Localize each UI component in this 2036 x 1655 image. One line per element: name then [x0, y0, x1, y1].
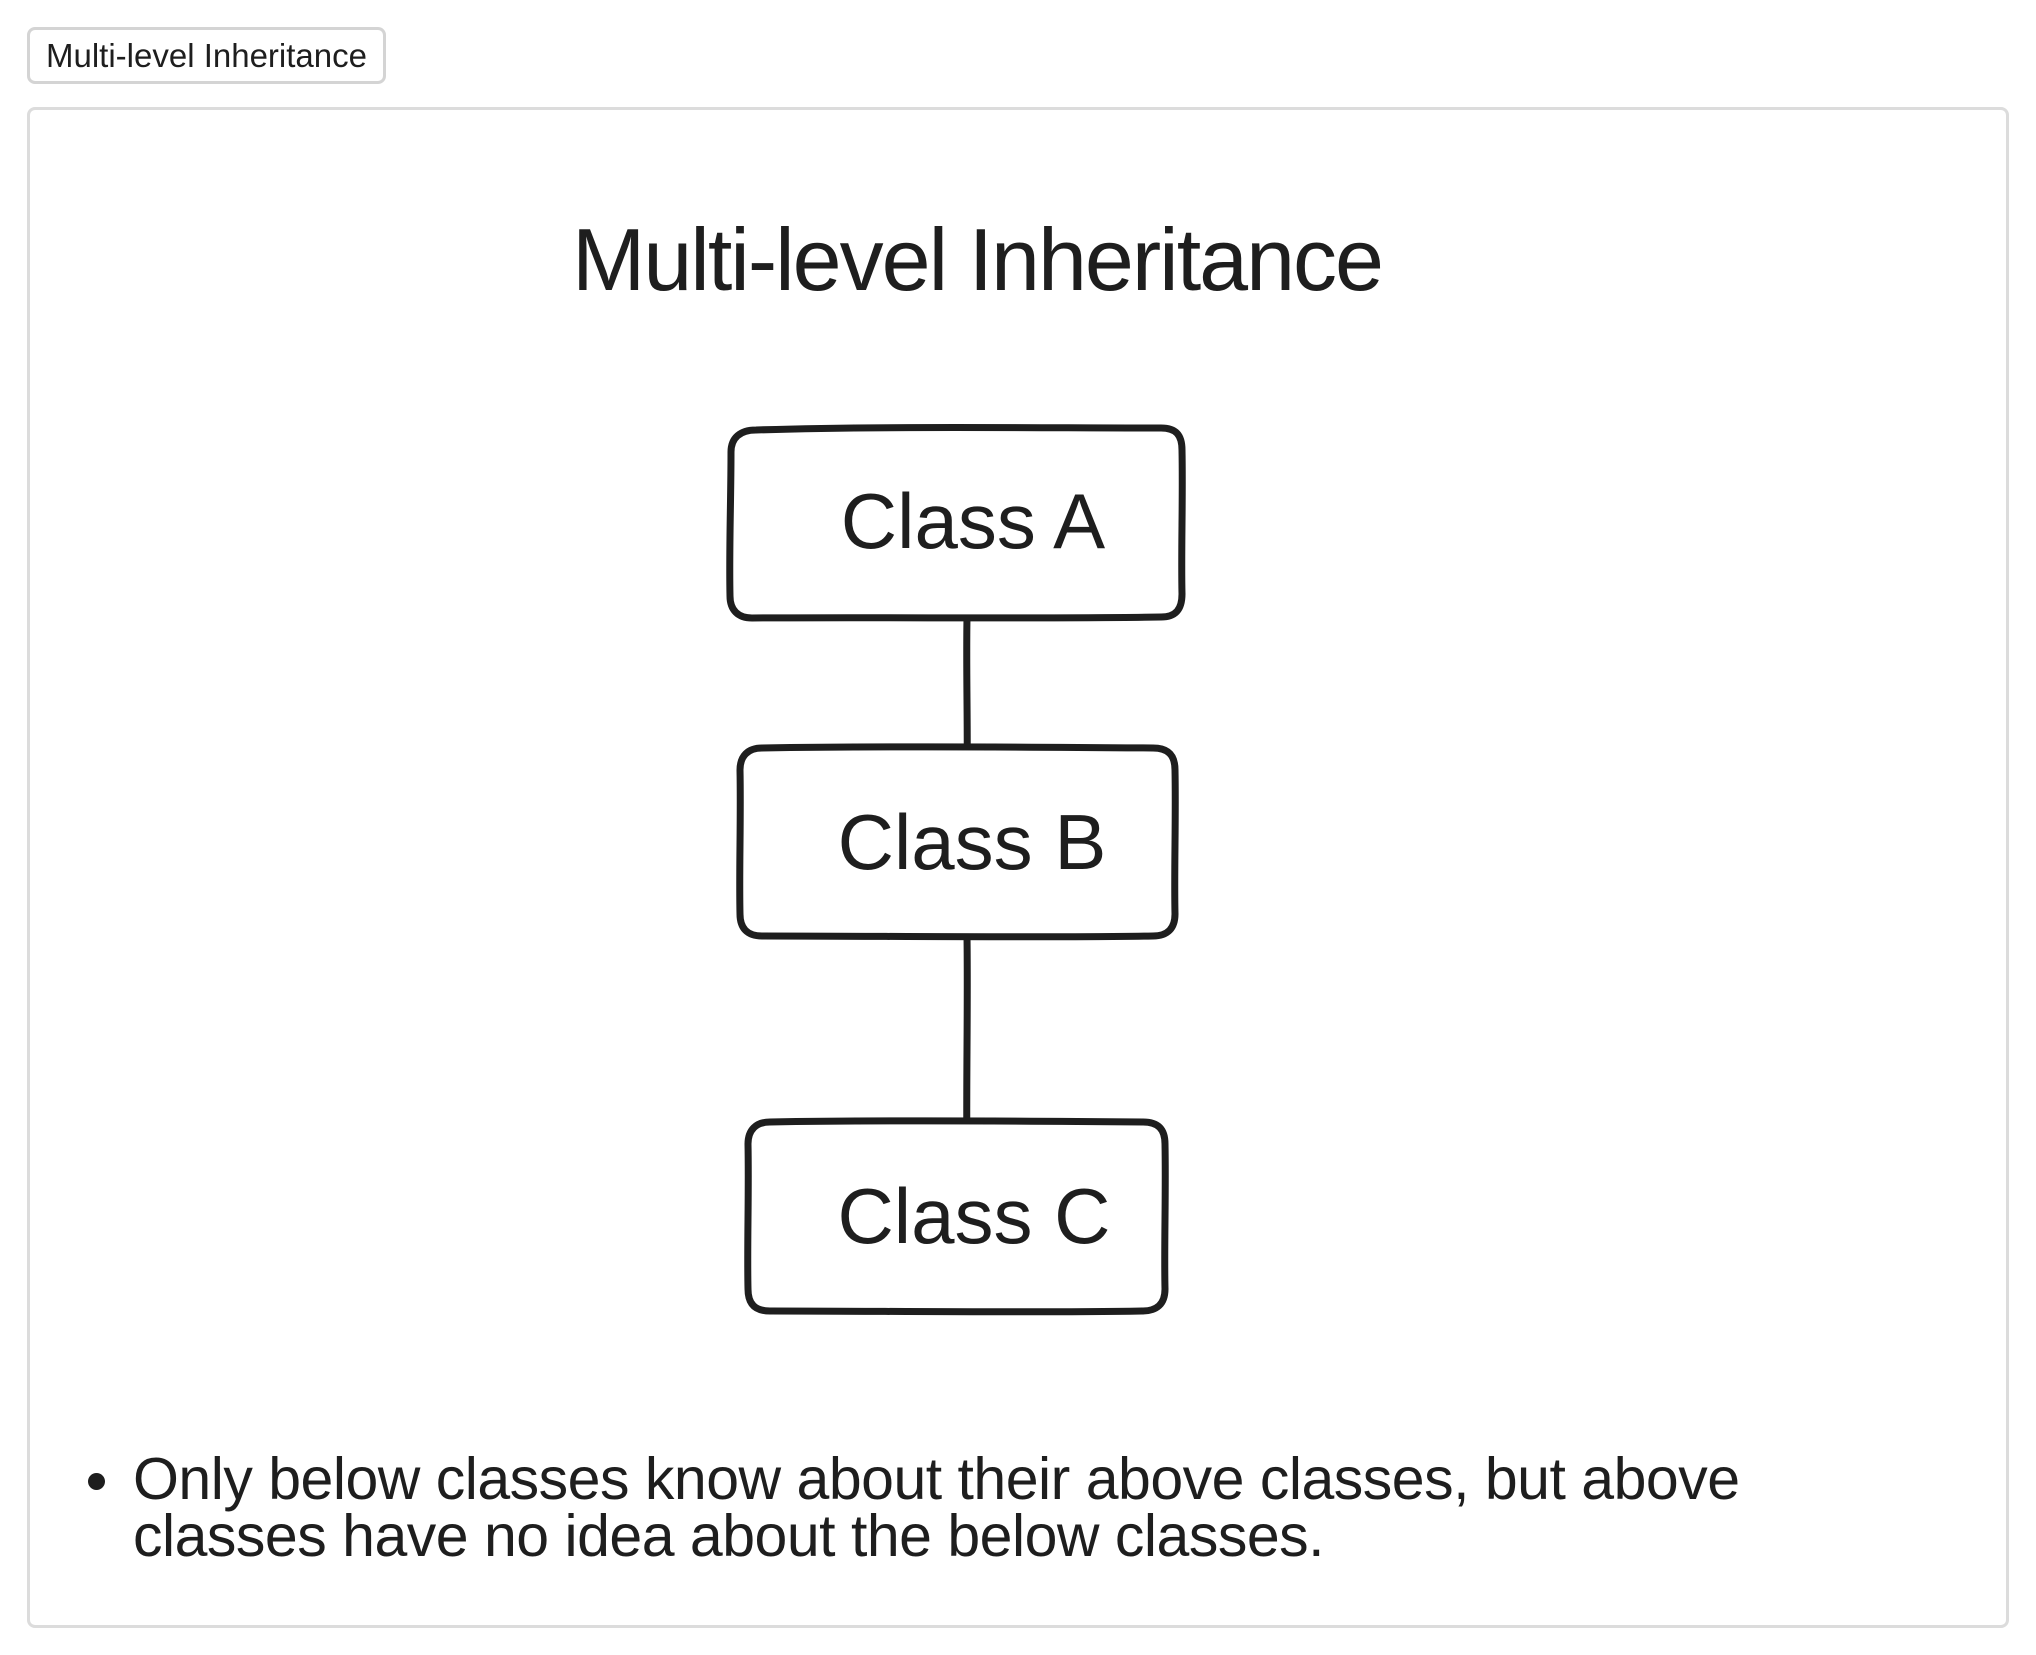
class-b-node[interactable]: Class B	[736, 743, 1179, 941]
class-b-box	[736, 743, 1179, 941]
tab-label: Multi-level Inheritance	[46, 36, 367, 74]
class-c-label: Class C	[837, 1172, 1110, 1260]
inheritance-diagram: Multi-level Inheritance Class A Class B …	[572, 210, 1384, 1316]
class-a-box	[726, 424, 1186, 622]
class-a-label: Class A	[841, 477, 1105, 565]
note-text: Only below classes know about their abov…	[133, 1446, 1740, 1569]
bullet-dot-icon	[88, 1473, 105, 1490]
note-item: Only below classes know about their abov…	[88, 1450, 1933, 1566]
diagram-frame: Multi-level Inheritance Class A Class B …	[27, 107, 2009, 1628]
diagram-title: Multi-level Inheritance	[572, 210, 1382, 309]
tab-multi-level-inheritance[interactable]: Multi-level Inheritance	[27, 27, 386, 84]
notes-list: Only below classes know about their abov…	[88, 1450, 1933, 1566]
class-c-box	[744, 1117, 1169, 1316]
class-b-label: Class B	[838, 798, 1107, 886]
class-a-node[interactable]: Class A	[726, 424, 1186, 622]
class-c-node[interactable]: Class C	[744, 1117, 1169, 1316]
